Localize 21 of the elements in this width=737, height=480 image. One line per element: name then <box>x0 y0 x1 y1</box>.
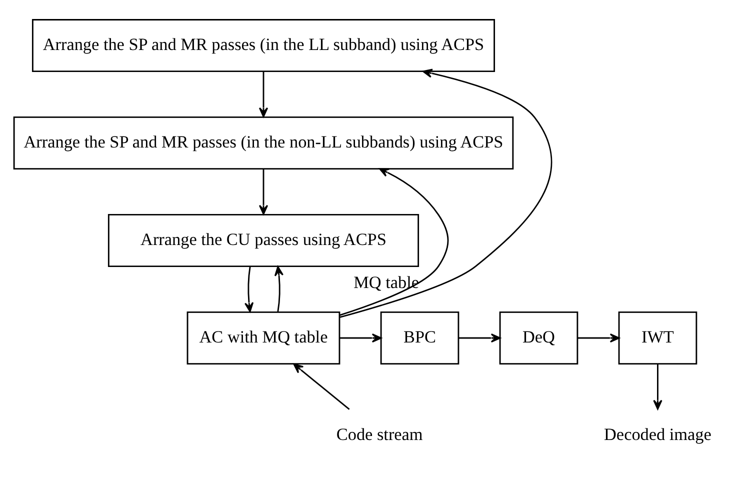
node-box: Arrange the CU passes using ACPS <box>108 213 420 267</box>
edge-label: MQ table <box>354 272 420 292</box>
node-box: DeQ <box>499 310 578 364</box>
arrow <box>258 168 268 214</box>
arrow <box>340 168 449 316</box>
node-box: AC with MQ table <box>186 310 340 364</box>
arrow <box>258 71 268 117</box>
node-text: Decoded image <box>604 424 712 444</box>
arrow <box>578 332 620 342</box>
node-box: Arrange the SP and MR passes (in the LL subband) using ACPS <box>32 18 496 72</box>
arrow <box>244 266 254 312</box>
arrow <box>340 68 552 318</box>
arrow <box>653 364 662 410</box>
arrow <box>340 332 382 342</box>
node-text: Code stream <box>336 424 423 444</box>
arrow <box>293 363 350 410</box>
node-box: IWT <box>618 310 698 364</box>
arrow <box>458 332 501 342</box>
node-box: Arrange the SP and MR passes (in the non-LL subbands) using ACPS <box>13 116 514 170</box>
arrow <box>274 266 284 312</box>
node-box: BPC <box>380 310 460 364</box>
